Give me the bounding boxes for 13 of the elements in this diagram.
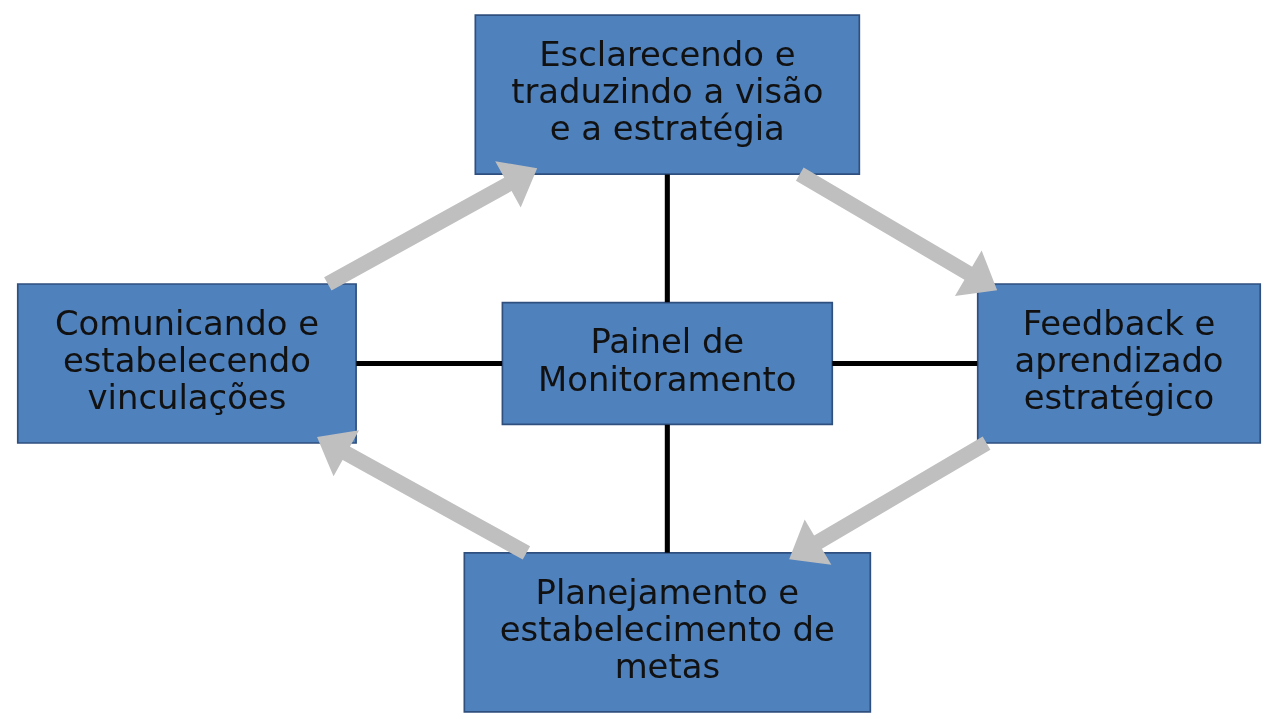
node-box: Painel de Monitoramento xyxy=(501,301,833,426)
node-box: Planejamento e estabelecimento de metas xyxy=(463,552,871,713)
node-box: Esclarecendo e traduzindo a visão e a estratégia xyxy=(474,14,860,175)
connector xyxy=(664,174,670,303)
arrow xyxy=(323,161,537,291)
arrow xyxy=(788,436,990,565)
connector xyxy=(664,424,670,553)
connector xyxy=(831,360,977,367)
arrow xyxy=(316,430,530,560)
arrow xyxy=(795,167,997,296)
node-box: Comunicando e estabelecendo vinculações xyxy=(16,283,357,444)
node-box: Feedback e aprendizado estratégico xyxy=(976,283,1261,444)
connector xyxy=(355,360,502,367)
